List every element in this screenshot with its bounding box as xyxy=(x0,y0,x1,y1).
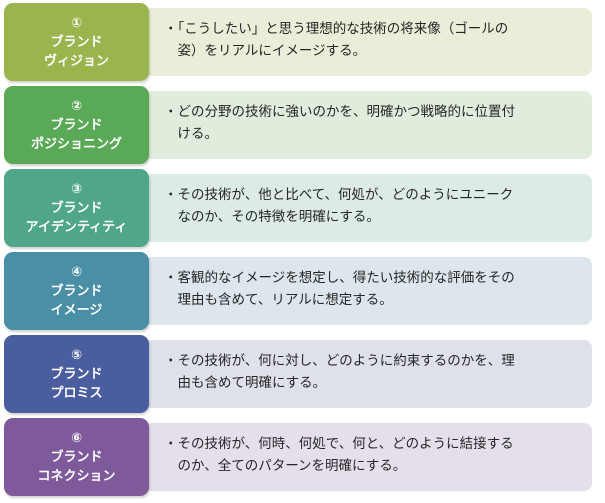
row-description-line-2: ける。 xyxy=(164,126,218,142)
row-description-line-2: 姿）をリアルにイメージする。 xyxy=(164,43,367,59)
row-description-line-1: ・客観的なイメージを想定し、得たい技術的な評価をその xyxy=(164,270,515,286)
row-title-line-2: イメージ xyxy=(50,302,103,318)
row-description-line-1: ・その技術が、他と比べて、何処が、どのようにユニーク xyxy=(164,187,514,203)
row-description-line-2: のか、全てのパターンを明確にする。 xyxy=(164,458,407,474)
row-label: ③ ブランド アイデンティティ xyxy=(4,169,149,247)
row-description: ・その技術が、何時、何処で、何と、どのように結接する のか、全てのパターンを明確… xyxy=(144,423,592,491)
row-description-line-2: 理由も含めて、リアルに想定する。 xyxy=(164,292,393,308)
row-description-line-2: 由も含めて明確にする。 xyxy=(164,375,327,391)
row-title-line-1: ブランド xyxy=(50,117,103,133)
row-title-line-1: ブランド xyxy=(50,449,103,465)
row-title-line-2: プロミス xyxy=(50,385,103,401)
row-description: ・どの分野の技術に強いのかを、明確かつ戦略的に位置付 ける。 xyxy=(144,91,592,159)
row-label: ① ブランド ヴィジョン xyxy=(4,3,149,81)
row-title-line-2: ポジショニング xyxy=(30,136,122,152)
row-brand-vision: ① ブランド ヴィジョン ・「こうしたい」と思う理想的な技術の将来像（ゴールの … xyxy=(4,3,592,81)
row-number: ③ xyxy=(70,181,82,197)
row-description-line-1: ・その技術が、何時、何処で、何と、どのように結接する xyxy=(164,436,514,452)
row-number: ⑤ xyxy=(70,347,82,363)
row-description: ・その技術が、他と比べて、何処が、どのようにユニーク なのか、その特徴を明確にす… xyxy=(144,174,592,242)
row-label: ⑥ ブランド コネクション xyxy=(4,418,149,496)
row-brand-identity: ③ ブランド アイデンティティ ・その技術が、他と比べて、何処が、どのようにユニ… xyxy=(4,169,592,247)
row-description: ・「こうしたい」と思う理想的な技術の将来像（ゴールの 姿）をリアルにイメージする… xyxy=(144,8,592,76)
row-description-line-1: ・その技術が、何に対し、どのように約束するのかを、理 xyxy=(164,353,515,369)
row-title-line-1: ブランド xyxy=(50,34,103,50)
row-title-line-2: ヴィジョン xyxy=(43,53,109,69)
row-description-line-2: なのか、その特徴を明確にする。 xyxy=(164,209,380,225)
row-brand-image: ④ ブランド イメージ ・客観的なイメージを想定し、得たい技術的な評価をその 理… xyxy=(4,252,592,330)
row-description-line-1: ・どの分野の技術に強いのかを、明確かつ戦略的に位置付 xyxy=(164,104,515,120)
row-label: ④ ブランド イメージ xyxy=(4,252,149,330)
row-title-line-1: ブランド xyxy=(50,200,103,216)
row-brand-promise: ⑤ ブランド プロミス ・その技術が、何に対し、どのように約束するのかを、理 由… xyxy=(4,335,592,413)
row-label: ⑤ ブランド プロミス xyxy=(4,335,149,413)
row-label: ② ブランド ポジショニング xyxy=(4,86,149,164)
row-description-line-1: ・「こうしたい」と思う理想的な技術の将来像（ゴールの xyxy=(164,21,509,37)
row-number: ④ xyxy=(70,264,82,280)
row-title-line-2: コネクション xyxy=(37,468,116,484)
row-number: ② xyxy=(70,98,82,114)
row-title-line-1: ブランド xyxy=(50,366,103,382)
row-brand-connection: ⑥ ブランド コネクション ・その技術が、何時、何処で、何と、どのように結接する… xyxy=(4,418,592,496)
row-description: ・その技術が、何に対し、どのように約束するのかを、理 由も含めて明確にする。 xyxy=(144,340,592,408)
row-brand-positioning: ② ブランド ポジショニング ・どの分野の技術に強いのかを、明確かつ戦略的に位置… xyxy=(4,86,592,164)
row-title-line-1: ブランド xyxy=(50,283,103,299)
row-description: ・客観的なイメージを想定し、得たい技術的な評価をその 理由も含めて、リアルに想定… xyxy=(144,257,592,325)
row-title-line-2: アイデンティティ xyxy=(25,219,128,235)
row-number: ① xyxy=(70,15,82,31)
row-number: ⑥ xyxy=(70,430,82,446)
